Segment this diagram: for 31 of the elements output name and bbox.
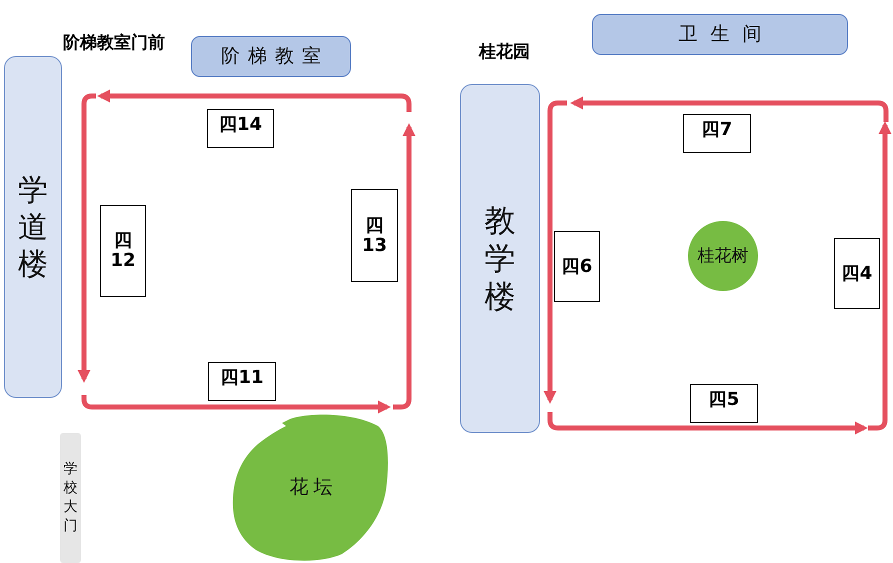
classroom-box — [208, 362, 276, 401]
building-block — [4, 56, 62, 398]
area-label: 桂花园 — [479, 41, 530, 63]
area-label: 阶梯教室门前 — [63, 32, 165, 54]
class-label: 四6 — [562, 256, 592, 276]
gate-bar — [60, 433, 81, 563]
tree-label: 桂花树 — [698, 246, 748, 266]
class-label: 四13 — [360, 216, 388, 256]
flower-bed — [232, 412, 390, 562]
building-name: 学道楼 — [18, 172, 48, 282]
class-label: 四11 — [220, 368, 264, 388]
place-label: 花坛 — [288, 476, 338, 498]
class-label: 四4 — [842, 264, 872, 284]
building-name: 卫生间 — [678, 24, 774, 45]
gate-label: 学校大门 — [63, 460, 78, 536]
building-name: 阶梯教室 — [220, 46, 329, 67]
building-block — [592, 14, 848, 55]
classroom-box — [100, 205, 146, 297]
building-block — [191, 36, 351, 77]
classroom-box — [690, 384, 758, 423]
class-label: 四5 — [708, 390, 740, 410]
classroom-box — [351, 189, 398, 282]
class-label: 四14 — [218, 115, 262, 135]
classroom-box — [683, 114, 751, 153]
classroom-box — [554, 231, 600, 302]
building-block — [460, 84, 540, 433]
class-label: 四12 — [109, 231, 137, 271]
building-name: 教学楼 — [484, 202, 516, 316]
class-label: 四7 — [702, 120, 732, 140]
classroom-box — [207, 109, 274, 148]
classroom-box — [834, 238, 880, 309]
